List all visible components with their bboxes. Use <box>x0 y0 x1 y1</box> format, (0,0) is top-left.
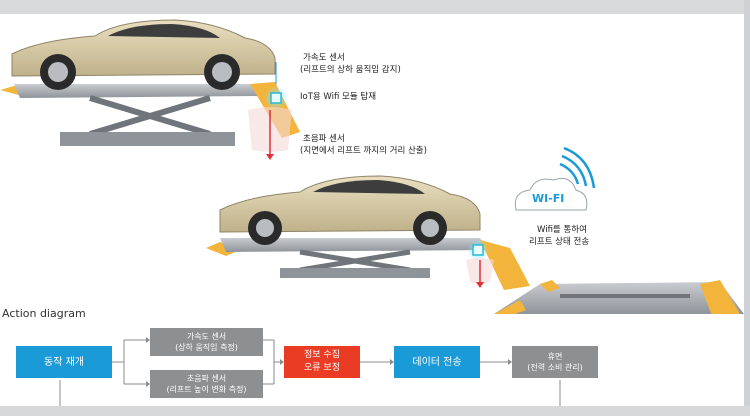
lift-1-platform <box>14 84 262 98</box>
data-transmit-label: 데이터 전송 <box>412 356 462 368</box>
wifi-badge: WI-FI <box>532 192 565 205</box>
idle-box-line1: 휴면 <box>547 352 563 361</box>
car-2 <box>219 175 481 245</box>
ultra-box-line1: 초음파 센서 <box>186 374 227 383</box>
car-1 <box>11 19 276 90</box>
info-box-line2: 오류 보정 <box>304 363 340 373</box>
diagram-title: Action diagram <box>2 307 86 320</box>
idle-box: 휴면 (전력 소비 관리) <box>512 346 598 378</box>
top-border <box>0 0 750 14</box>
flow-connectors <box>59 337 561 406</box>
lift-1-base <box>60 132 235 146</box>
data-transmit-box: 데이터 전송 <box>394 346 480 378</box>
ultra-sensor-box: 초음파 센서 (리프트 높이 변화 측정) <box>150 370 263 398</box>
idle-box-line2: (전력 소비 관리) <box>527 363 583 372</box>
accel-box-line2: (상하 움직임 측정) <box>175 343 238 352</box>
wifi-desc-2: 리프트 상태 전송 <box>529 237 590 247</box>
accel-sensor-box: 가속도 센서 (상하 움직임 측정) <box>150 328 263 356</box>
restart-label: 동작 재개 <box>44 356 84 368</box>
lift-illustration <box>0 19 744 314</box>
ultra-box-line2: (리프트 높이 변화 측정) <box>166 385 247 394</box>
ultra-sensor-title: 초음파 센서 <box>303 134 345 144</box>
ultra-sensor-desc: (지면에서 리프트 까지의 거리 산출) <box>300 146 427 156</box>
lift-3 <box>494 280 744 314</box>
wifi-cloud <box>514 146 596 211</box>
wifi-desc-1: Wifi를 통하여 <box>537 225 587 235</box>
accel-box-line1: 가속도 센서 <box>186 332 227 341</box>
lift-1 <box>0 19 300 160</box>
lift-2 <box>206 175 530 290</box>
accel-sensor-desc: (리프트의 상하 움직임 감지) <box>300 65 401 75</box>
right-border <box>744 0 750 416</box>
bottom-border <box>0 406 750 416</box>
iot-module-label: IoT용 Wifi 모듈 탑재 <box>300 92 377 102</box>
info-box-line1: 정보 수집 <box>304 350 340 360</box>
info-collect-box: 정보 수집 오류 보정 <box>284 346 360 378</box>
wifi-icon <box>559 162 580 185</box>
restart-box: 동작 재개 <box>16 346 112 378</box>
accel-sensor-title: 가속도 센서 <box>303 53 345 63</box>
iot-module-marker <box>270 92 282 104</box>
